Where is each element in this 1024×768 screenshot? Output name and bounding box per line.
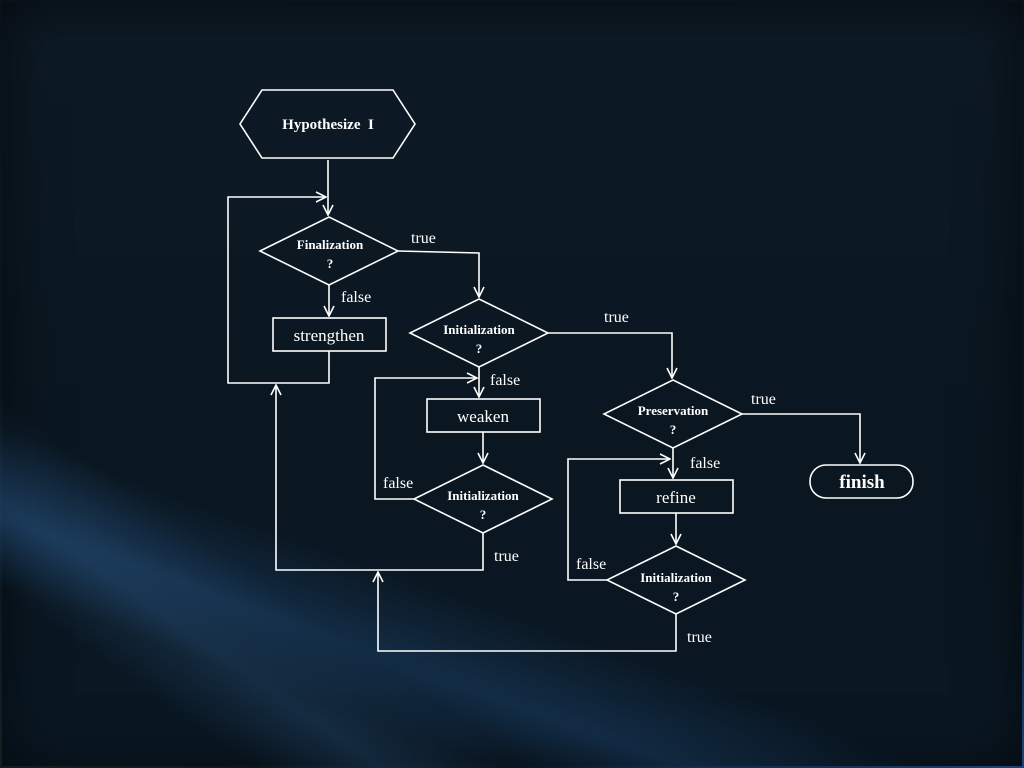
hypothesize-label: Hypothesize I — [282, 117, 374, 133]
label-preservation-false: false — [690, 455, 720, 472]
edge-init1-true — [548, 332, 672, 378]
edge-init2-true — [276, 385, 484, 571]
preservation-label: Preservation — [638, 403, 709, 418]
initialization-2-label: Initialization — [447, 488, 519, 503]
label-preservation-true: true — [751, 391, 776, 408]
finish-node: finish — [809, 464, 914, 499]
refine-node: refine — [619, 479, 734, 514]
label-finalization-true: true — [411, 230, 436, 247]
initialization-3-question-mark: ? — [673, 589, 680, 604]
initialization-decision-3: Initialization ? — [605, 545, 747, 615]
strengthen-node: strengthen — [272, 317, 387, 352]
initialization-1-question-mark: ? — [476, 341, 483, 356]
edge-preservation-true — [742, 413, 860, 463]
label-init3-true: true — [687, 629, 712, 646]
initialization-3-label: Initialization — [640, 570, 712, 585]
label-finalization-false: false — [341, 289, 371, 306]
edge-init3-false-loop — [567, 459, 670, 581]
initialization-decision-2: Initialization ? — [412, 464, 554, 534]
finalization-question-mark: ? — [327, 256, 334, 271]
preservation-question-mark: ? — [670, 422, 677, 437]
finalization-decision: Finalization ? — [258, 216, 400, 286]
edge-strengthen-loop — [227, 197, 330, 384]
label-init2-true: true — [494, 548, 519, 565]
edge-init2-false-loop — [374, 378, 477, 500]
initialization-decision-1: Initialization ? — [408, 298, 550, 368]
strengthen-label: strengthen — [294, 326, 365, 345]
label-init2-false: false — [383, 475, 413, 492]
weaken-label: weaken — [457, 407, 509, 426]
initialization-2-question-mark: ? — [480, 507, 487, 522]
hypothesize-node: Hypothesize I — [239, 89, 416, 159]
weaken-node: weaken — [426, 398, 541, 433]
edge-init3-true — [378, 572, 677, 652]
label-init1-true: true — [604, 309, 629, 326]
finish-label: finish — [839, 472, 885, 493]
edge-finalization-true — [397, 250, 479, 297]
label-init1-false: false — [490, 372, 520, 389]
preservation-decision: Preservation ? — [602, 379, 744, 449]
refine-label: refine — [656, 488, 696, 507]
finalization-label: Finalization — [297, 237, 364, 252]
initialization-1-label: Initialization — [443, 322, 515, 337]
label-init3-false: false — [576, 556, 606, 573]
